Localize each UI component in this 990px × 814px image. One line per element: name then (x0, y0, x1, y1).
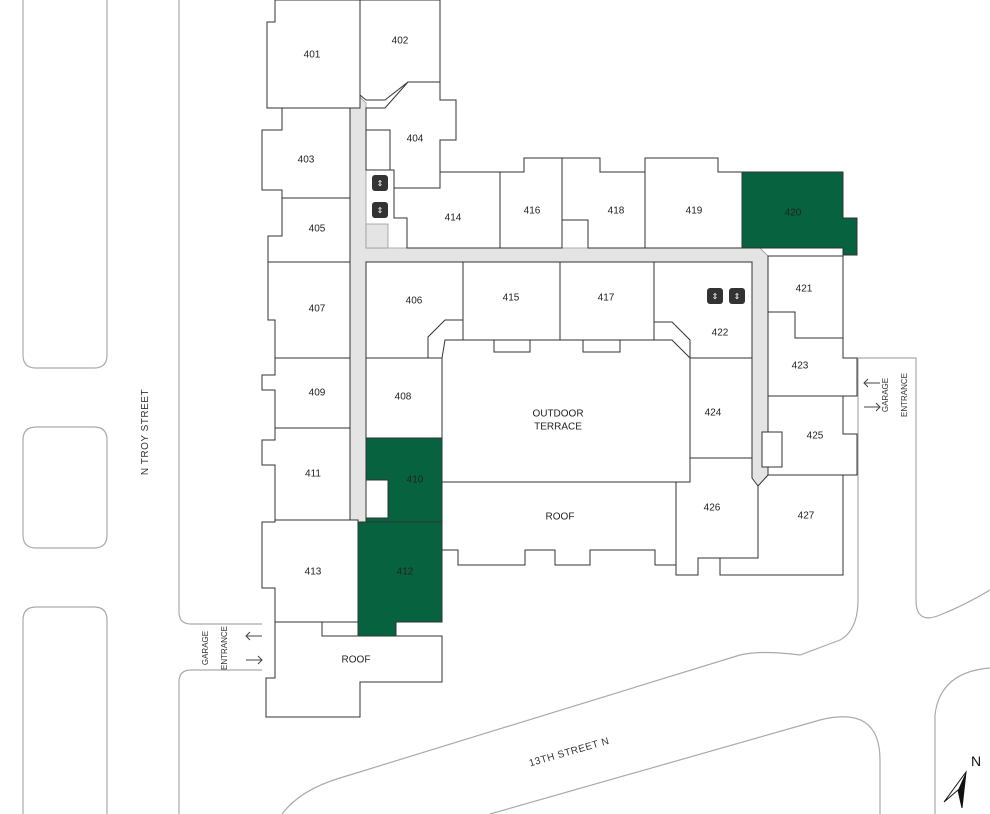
unit-419[interactable] (644, 157, 743, 249)
unit-label: 426 (704, 503, 721, 514)
garage-label: GARAGE (201, 631, 210, 665)
unit-label: 421 (796, 284, 813, 295)
unit-label: 420 (785, 208, 802, 219)
unit-label: 403 (298, 155, 315, 166)
unit-label: 407 (309, 304, 326, 315)
unit-label: 405 (309, 224, 326, 235)
unit-label: 406 (406, 296, 423, 307)
garage-label: ENTRANCE (220, 626, 229, 670)
unit-402[interactable] (359, 0, 441, 101)
unit-401[interactable] (266, 0, 361, 109)
unit-label: 418 (608, 206, 625, 217)
street-label-west: N TROY STREET (140, 389, 151, 475)
unit-label: 412 (397, 567, 414, 578)
unit-label: 410 (407, 475, 424, 486)
unit-label: 425 (807, 431, 824, 442)
unit-label: 413 (305, 567, 322, 578)
elevator-icon: ⇕ (729, 288, 745, 304)
unit-label: 404 (407, 134, 424, 145)
terrace-label: OUTDOOR (532, 409, 583, 420)
north-label: N (971, 753, 981, 769)
garage-label: GARAGE (881, 378, 890, 412)
unit-label: 415 (503, 293, 520, 304)
unit-409[interactable] (261, 357, 351, 429)
unit-420[interactable] (741, 171, 858, 256)
garage-entrance-west: GARAGE ENTRANCE (201, 626, 263, 670)
unit-labels: 401 402 403 404 405 406 407 408 409 410 … (298, 36, 824, 666)
arrow-right-icon (864, 402, 881, 412)
elevator-icon: ⇕ (372, 202, 388, 218)
unit-label: 408 (395, 392, 412, 403)
stair-icon (365, 129, 391, 171)
units (261, 0, 858, 718)
arrow-left-icon (863, 378, 880, 388)
unit-422[interactable] (653, 261, 753, 359)
roof-south (265, 621, 443, 718)
street-label-south: 13TH STREET N (528, 736, 611, 769)
unit-423[interactable] (767, 311, 858, 397)
unit-label: 401 (304, 50, 321, 61)
unit-label: 419 (686, 206, 703, 217)
svg-text:⇕: ⇕ (377, 206, 384, 215)
unit-411[interactable] (261, 427, 351, 521)
roof-label: ROOF (546, 512, 575, 523)
unit-403[interactable] (261, 107, 351, 199)
unit-427[interactable] (719, 474, 844, 576)
garage-label: ENTRANCE (900, 373, 909, 417)
unit-label: 423 (792, 361, 809, 372)
terrace-label: TERRACE (534, 422, 582, 433)
unit-label: 416 (524, 206, 541, 217)
stair-icon (761, 431, 783, 468)
unit-label: 414 (445, 213, 462, 224)
arrow-left-icon (245, 631, 262, 641)
unit-418[interactable] (561, 157, 646, 249)
unit-label: 422 (712, 328, 729, 339)
unit-label: 417 (598, 293, 615, 304)
unit-412[interactable] (357, 521, 443, 637)
unit-label: 411 (305, 469, 321, 480)
unit-label: 427 (798, 511, 815, 522)
elevator-icon: ⇕ (707, 288, 723, 304)
garage-entrance-east: GARAGE ENTRANCE (863, 373, 909, 417)
roof-label: ROOF (342, 655, 371, 666)
unit-label: 402 (392, 36, 409, 47)
arrow-right-icon (246, 655, 263, 665)
svg-text:⇕: ⇕ (734, 292, 741, 301)
unit-416[interactable] (499, 157, 563, 249)
unit-label: 424 (705, 408, 722, 419)
roof-center (441, 481, 677, 566)
svg-text:⇕: ⇕ (377, 179, 384, 188)
north-arrow-icon: N (943, 753, 981, 809)
stair-icon (365, 479, 389, 519)
elevator-icon: ⇕ (372, 175, 388, 191)
stairs-and-elevators: ⇕ ⇕ ⇕ ⇕ (365, 129, 783, 519)
roads (22, 0, 990, 814)
svg-text:⇕: ⇕ (712, 292, 719, 301)
unit-label: 409 (309, 388, 326, 399)
